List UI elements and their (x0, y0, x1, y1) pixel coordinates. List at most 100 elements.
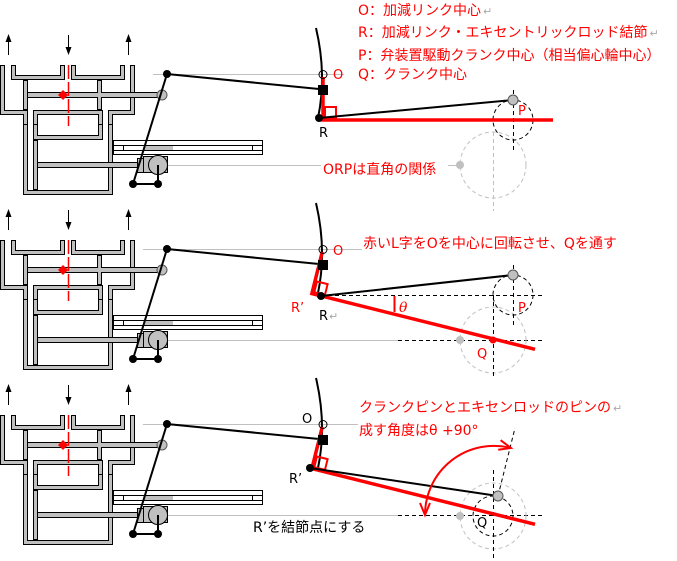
arrow-up-icon (5, 34, 12, 55)
expansion-link (315, 377, 323, 469)
label-r-text: R (319, 309, 328, 324)
panel-step-3: O R’ Q クランクピンとエキセンロッドのピンの↵ 成す角度はθ +90° R… (0, 377, 622, 561)
steam-flow-arrows (5, 34, 132, 55)
legend-line-q: Q：クランク中心 (358, 67, 467, 83)
return-mark: ↵ (649, 27, 658, 40)
eccentric-rod (309, 467, 499, 497)
expansion-link (315, 27, 323, 119)
legend-line-r: R：加減リンク・エキセントリックロッド結節↵ (358, 24, 659, 41)
combination-lever (129, 73, 168, 188)
link-center-o-marker (318, 245, 328, 254)
radius-rod (166, 423, 320, 440)
return-mark: ↵ (483, 5, 492, 18)
piston-and-rod (33, 140, 140, 190)
main-crank-pin (456, 336, 464, 344)
slide-valve (23, 255, 160, 285)
return-mark: ↵ (613, 402, 622, 415)
link-center-o-marker (318, 420, 328, 429)
combination-lever (129, 248, 168, 363)
cylinder-and-steam-chest (0, 240, 135, 370)
label-o: O (333, 68, 343, 83)
legend-text: O：加減リンク中心 (358, 2, 481, 19)
crosshead-guide (113, 315, 263, 330)
cylinder-and-steam-chest (0, 415, 135, 545)
radius-rod-pin (163, 420, 171, 428)
arrow-down-icon (65, 385, 72, 405)
panel-caption: ORPは直角の関係 (323, 161, 436, 178)
radius-rod-pin (163, 245, 171, 253)
valve-gear-mechanism (0, 27, 323, 195)
die-block (318, 435, 328, 445)
panel-caption-line-1: クランクピンとエキセンロッドのピンの↵ (359, 400, 622, 416)
expansion-link (315, 202, 323, 294)
label-r-prime: R’ (291, 301, 304, 316)
legend-text: R：加減リンク・エキセントリックロッド結節 (358, 24, 647, 41)
label-q: Q (477, 516, 487, 531)
panel-caption: 赤いL字をOを中心に回転させ、Qを通す (363, 236, 617, 252)
eccentric-rod (320, 274, 514, 297)
legend-line-o: O：加減リンク中心↵ (358, 2, 492, 19)
eccentric-rod (318, 99, 514, 119)
valve-gear-mechanism (0, 202, 323, 370)
point-r-pin (315, 114, 323, 122)
steam-flow-arrows (5, 384, 132, 405)
caption-text: クランクピンとエキセンロッドのピンの (359, 400, 611, 416)
arrow-up-icon (5, 209, 12, 230)
point-r-prime-pin (306, 464, 314, 472)
panel-note: R’を結節点にする (253, 519, 365, 536)
valve-position-marker (58, 90, 68, 100)
label-o: O (333, 244, 343, 259)
radius-rod (166, 248, 320, 265)
die-block (318, 260, 328, 270)
crank-center-q-dot (489, 336, 497, 344)
crosshead (137, 155, 168, 175)
piston-and-rod (33, 315, 140, 365)
panel-step-2: O R’ R↵ θ P Q 赤いL字をOを中心に回転させ、Qを通す (0, 202, 617, 376)
cylinder-and-steam-chest (0, 65, 135, 195)
label-o: O (302, 412, 312, 427)
right-angle-mark (324, 106, 337, 119)
panel-step-1: O R P ORPは直角の関係 (0, 27, 553, 211)
valve-position-marker (58, 440, 68, 450)
crosshead-guide (113, 140, 263, 155)
link-pivot-parts (318, 70, 328, 95)
slide-valve (23, 80, 160, 110)
angle-arc-arrow-icon (419, 439, 514, 518)
valve-gear-mechanism (0, 377, 323, 545)
arrow-down-icon (65, 210, 72, 230)
piston-and-rod (33, 490, 140, 540)
point-p-pin (507, 94, 519, 106)
arrow-up-icon (125, 209, 132, 230)
eccentric-crank-pin (492, 490, 504, 502)
arrow-up-icon (5, 384, 12, 405)
radius-rod-pin (163, 70, 171, 78)
crosshead-guide (113, 490, 263, 505)
label-r: R (319, 126, 328, 141)
radius-rod (166, 73, 320, 90)
label-p: P (518, 104, 526, 119)
link-pivot-parts (318, 245, 328, 270)
slide-valve (23, 430, 160, 460)
label-q: Q (477, 347, 487, 362)
crosshead (137, 505, 168, 525)
legend-line-p: P：弁装置駆動クランク中心（相当偏心輪中心） (358, 47, 660, 64)
eccentric-crank-direction-line (497, 427, 516, 497)
crosshead (137, 330, 168, 350)
return-mark: ↵ (329, 310, 338, 323)
link-center-o-marker (318, 70, 328, 79)
steam-flow-arrows (5, 209, 132, 230)
label-r: R↵ (319, 309, 338, 324)
main-crank-pin (456, 512, 464, 520)
point-r-pin (317, 292, 325, 300)
legend: O：加減リンク中心↵ R：加減リンク・エキセントリックロッド結節↵ P：弁装置駆… (358, 2, 660, 83)
die-block (318, 85, 328, 95)
link-pivot-parts (318, 420, 328, 445)
arrow-up-icon (125, 384, 132, 405)
arrow-down-icon (65, 35, 72, 55)
arrow-up-icon (125, 34, 132, 55)
panel-caption-line-2: 成す角度はθ +90° (359, 423, 479, 439)
label-p: P (518, 301, 526, 316)
main-crank-pin (456, 161, 464, 169)
combination-lever (129, 423, 168, 538)
